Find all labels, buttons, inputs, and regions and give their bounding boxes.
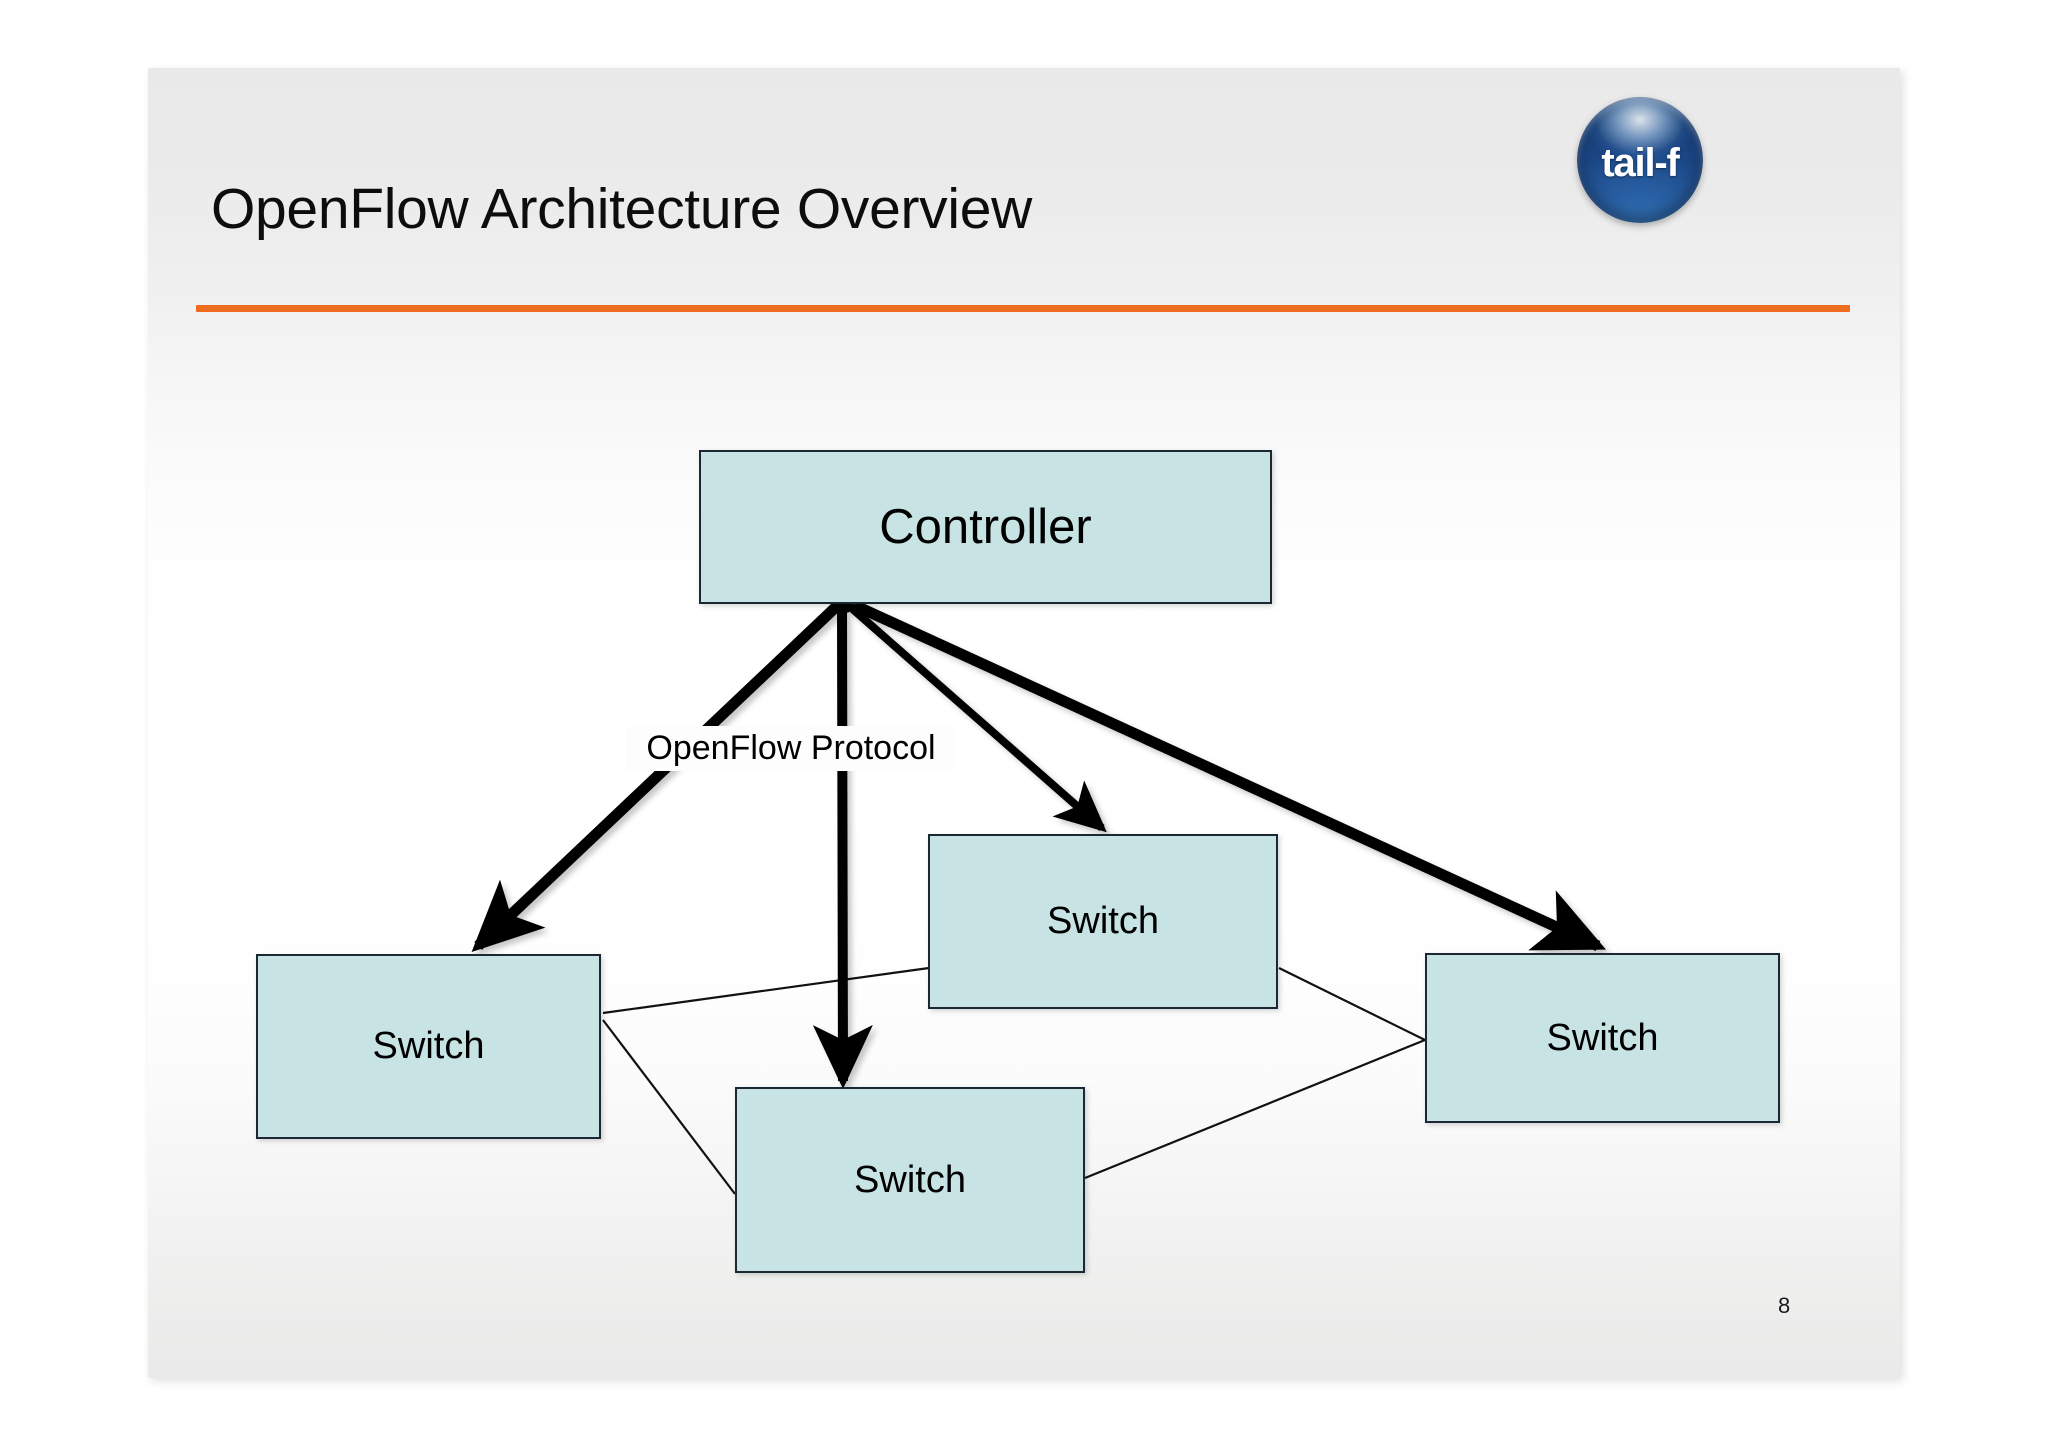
openflow-architecture-diagram: Controller OpenFlow Protocol Switch Swit… xyxy=(148,68,1900,1378)
openflow-protocol-label: OpenFlow Protocol xyxy=(626,726,956,771)
slide-canvas: OpenFlow Architecture Overview tail-f xyxy=(148,68,1900,1378)
mesh-link-lower-to-right xyxy=(1084,1038,1426,1180)
node-switch-lower-label: Switch xyxy=(854,1158,966,1201)
protocol-arrow-to-switch-lower xyxy=(812,604,873,1089)
tail-f-logo-icon: tail-f xyxy=(1577,97,1703,223)
mesh-link-left-to-lower xyxy=(602,1019,736,1195)
protocol-arrow-to-switch-right xyxy=(851,600,1606,951)
node-controller-label: Controller xyxy=(879,500,1092,554)
page-title: OpenFlow Architecture Overview xyxy=(211,177,1032,241)
node-switch-upper-label: Switch xyxy=(1047,900,1159,942)
mesh-link-left-to-upper xyxy=(602,966,930,1015)
openflow-protocol-arrows xyxy=(471,600,1606,1089)
diagram-connectors-svg xyxy=(471,595,1606,1195)
protocol-arrow-to-switch-upper xyxy=(845,601,1107,833)
title-divider-rule xyxy=(196,305,1850,312)
node-switch-right[interactable]: Switch xyxy=(1425,953,1780,1123)
switch-mesh-links xyxy=(602,966,1426,1195)
page-number: 8 xyxy=(1778,1293,1791,1318)
node-switch-lower[interactable]: Switch xyxy=(735,1087,1085,1273)
protocol-arrow-to-switch-left xyxy=(471,601,842,953)
node-switch-upper[interactable]: Switch xyxy=(928,834,1278,1009)
node-controller[interactable]: Controller xyxy=(699,450,1272,604)
node-switch-right-label: Switch xyxy=(1546,1016,1659,1059)
node-switch-left-label: Switch xyxy=(372,1025,485,1067)
logo-text: tail-f xyxy=(1601,140,1679,185)
mesh-link-upper-to-right xyxy=(1278,967,1426,1041)
node-switch-left[interactable]: Switch xyxy=(256,954,601,1139)
